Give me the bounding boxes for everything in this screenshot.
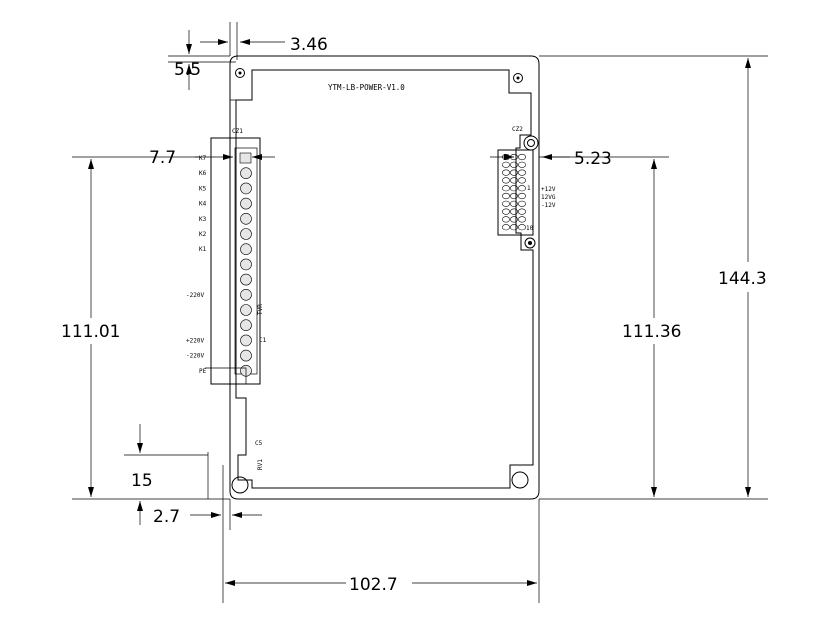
c1-label: C1 (259, 337, 267, 344)
connector-cz2 (497, 149, 534, 236)
cz2-pin (510, 224, 518, 231)
cz2-pin (518, 185, 526, 192)
cz2-pin (518, 208, 526, 215)
dim-15: 15 (131, 471, 153, 491)
cz2-label: CZ2 (512, 126, 523, 133)
terminal-label: K3 (199, 216, 207, 223)
mount-hole-top-right (513, 73, 523, 83)
mount-hole-top-left-dot (238, 71, 242, 75)
cz2-pin (510, 161, 518, 168)
right-label-12vg: 12VG (541, 194, 556, 201)
cz2-bottom-hole (524, 237, 536, 249)
pe-wire (205, 367, 247, 384)
mount-hole-bottom-right (511, 471, 529, 489)
terminal-pin (240, 258, 252, 271)
mount-hole-top-left (235, 68, 245, 78)
terminal-pin (240, 182, 252, 195)
cz2-pin (502, 192, 510, 200)
cz2-pin (518, 169, 526, 176)
dim-7.7: 7.7 (149, 148, 176, 168)
mount-hole-bottom-left (231, 476, 249, 494)
cz2-top-hole-in (527, 139, 535, 147)
cz2-pin (510, 177, 518, 184)
dim-5.5: 5.5 (174, 60, 201, 80)
terminal-pin (240, 288, 252, 301)
pin10-label: 10 (526, 225, 534, 232)
tvr-label: TVR (257, 304, 264, 315)
cz2-pin (502, 216, 510, 223)
cz1-label: CZ1 (232, 128, 243, 135)
terminal-pin (240, 167, 252, 179)
terminal-pin (240, 304, 252, 316)
terminal-pin (240, 197, 252, 210)
board-outline (229, 55, 540, 500)
terminal-pin (240, 228, 252, 240)
pin1-label: 1 (527, 185, 531, 192)
cz2-bottom-hole-in (528, 241, 532, 245)
cz2-pin (502, 177, 510, 184)
dim-2.7: 2.7 (153, 507, 180, 527)
cz2-pin (502, 185, 510, 192)
mount-hole-top-right-dot (516, 76, 520, 80)
inner-frame (235, 69, 534, 489)
cz2-pin (518, 153, 526, 161)
cz2-pin (502, 161, 510, 168)
terminal-pin (240, 319, 252, 332)
terminal-label: K1 (199, 246, 207, 253)
terminal-pin (240, 273, 252, 286)
cz2-pin (518, 216, 526, 223)
cz2-pin (518, 177, 526, 184)
cz2-pin (510, 216, 518, 223)
cz2-pin (510, 185, 518, 192)
terminal-pin (240, 349, 252, 362)
left-step (230, 99, 237, 138)
terminal-label: K4 (199, 201, 207, 208)
terminal-label: -220V (186, 353, 204, 360)
dim-111.01: 111.01 (61, 322, 120, 342)
terminal-pin (240, 243, 252, 255)
terminal-label: K7 (199, 155, 207, 162)
cz2-pin (518, 200, 526, 207)
terminal-pin (240, 213, 252, 225)
terminal-label: PE (199, 368, 207, 375)
dim-3.46: 3.46 (290, 35, 328, 55)
cz2-pin (510, 192, 518, 200)
terminal-pin (239, 152, 252, 164)
cz2-pin (510, 169, 518, 176)
dim-102.7: 102.7 (349, 575, 398, 595)
dim-144.3: 144.3 (718, 269, 767, 289)
terminal-block (210, 137, 261, 385)
terminal-pin (240, 334, 252, 347)
cz2-pin (502, 200, 510, 207)
cz2-pin (502, 224, 510, 231)
right-label-neg12v: -12V (541, 202, 556, 209)
cz2-pins (502, 153, 526, 231)
cz2-pin (510, 208, 518, 215)
dim-5.23: 5.23 (574, 149, 612, 169)
cz2-pin (518, 224, 526, 231)
cz2-pin (518, 192, 526, 200)
terminal-label: -220V (186, 292, 204, 299)
terminal-label: K2 (199, 231, 207, 238)
terminal-pins (239, 152, 252, 377)
dim-111.36: 111.36 (622, 322, 681, 342)
c5-label: C5 (255, 440, 263, 447)
cz2-pin (502, 169, 510, 176)
board-title: YTM-LB-POWER-V1.0 (328, 83, 405, 92)
right-label-12v: +12V (541, 186, 556, 193)
terminal-label: K6 (199, 170, 207, 177)
cz2-pin (502, 208, 510, 215)
terminal-label: K5 (199, 185, 207, 192)
terminal-label: +220V (186, 337, 204, 344)
cz2-top-hole (523, 135, 539, 151)
cz2-pin (510, 200, 518, 207)
cz2-pin (518, 161, 526, 168)
rv1-label: RV1 (257, 459, 264, 470)
